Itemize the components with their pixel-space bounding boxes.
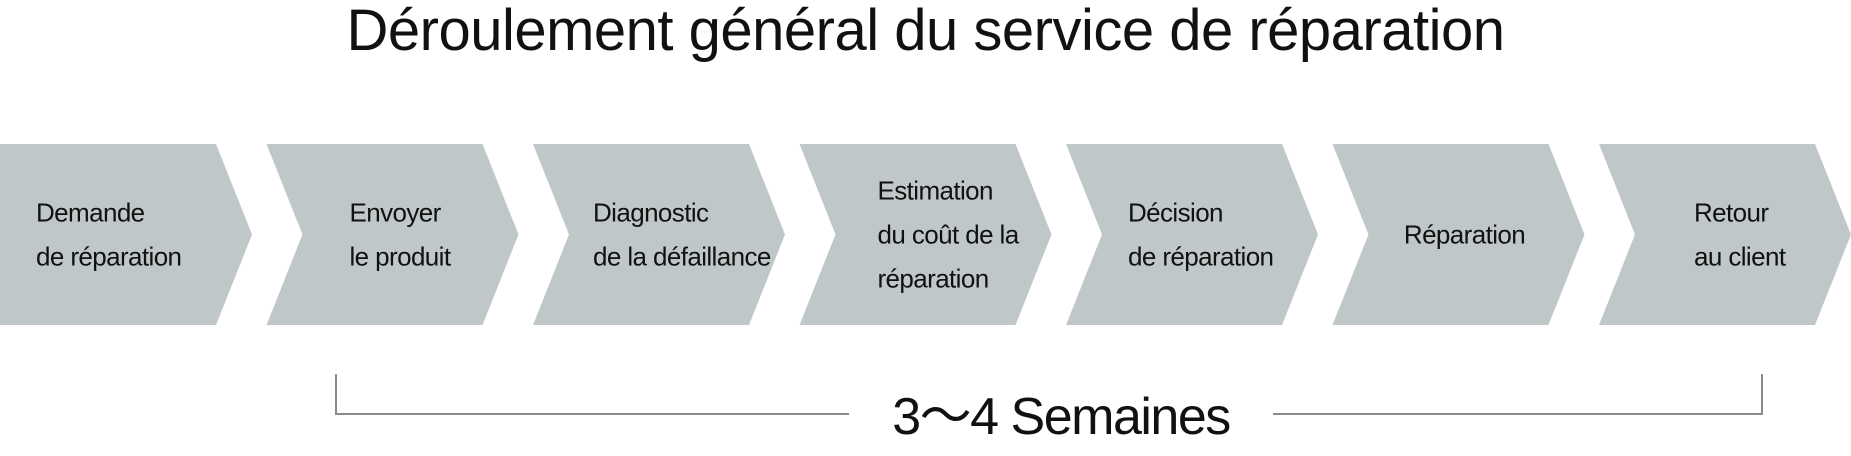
- step-label-line: au client: [1694, 242, 1787, 272]
- step-label-line: Retour: [1694, 198, 1769, 228]
- process-steps: Demande de réparation Envoyer le produit Dia…: [0, 144, 1851, 325]
- step-chevron-2: [266, 144, 519, 325]
- step-label-7: Retour au client: [1694, 198, 1787, 272]
- duration-bracket-left: [335, 374, 849, 415]
- step-label-line: Diagnostic: [593, 198, 709, 228]
- duration-bracket-right: [1273, 374, 1763, 415]
- diagram-title: Déroulement général du service de répara…: [346, 0, 1505, 63]
- step-label-5: Décision de réparation: [1128, 198, 1273, 272]
- step-label-3: Diagnostic de la défaillance: [593, 198, 771, 272]
- step-label-line: le produit: [350, 242, 452, 272]
- step-chevron-1: [0, 144, 252, 325]
- step-label-1: Demande de réparation: [36, 198, 181, 272]
- step-label-line: Décision: [1128, 198, 1223, 228]
- step-label-line: réparation: [878, 264, 989, 294]
- step-label-line: de la défaillance: [593, 242, 771, 272]
- step-chevron-7: [1599, 144, 1851, 325]
- step-chevron-3: [533, 144, 785, 325]
- step-label-2: Envoyer le produit: [350, 198, 452, 272]
- step-label-4: Estimation du coût de la réparation: [878, 176, 1020, 294]
- step-label-line: du coût de la: [878, 220, 1020, 250]
- step-label-line: Demande: [36, 198, 145, 228]
- step-label-line: de réparation: [36, 242, 181, 272]
- duration-bracket: 3～4 Semaines: [335, 374, 1763, 446]
- step-label-line: de réparation: [1128, 242, 1273, 272]
- step-label-6: Réparation: [1404, 220, 1525, 250]
- step-chevron-5: [1066, 144, 1318, 325]
- step-label-line: Estimation: [878, 176, 993, 206]
- step-label-line: Envoyer: [350, 198, 442, 228]
- step-chevron-4: [799, 144, 1052, 325]
- duration-label: 3～4 Semaines: [892, 388, 1230, 446]
- step-chevron-6: [1332, 144, 1585, 325]
- step-label-line: Réparation: [1404, 220, 1525, 250]
